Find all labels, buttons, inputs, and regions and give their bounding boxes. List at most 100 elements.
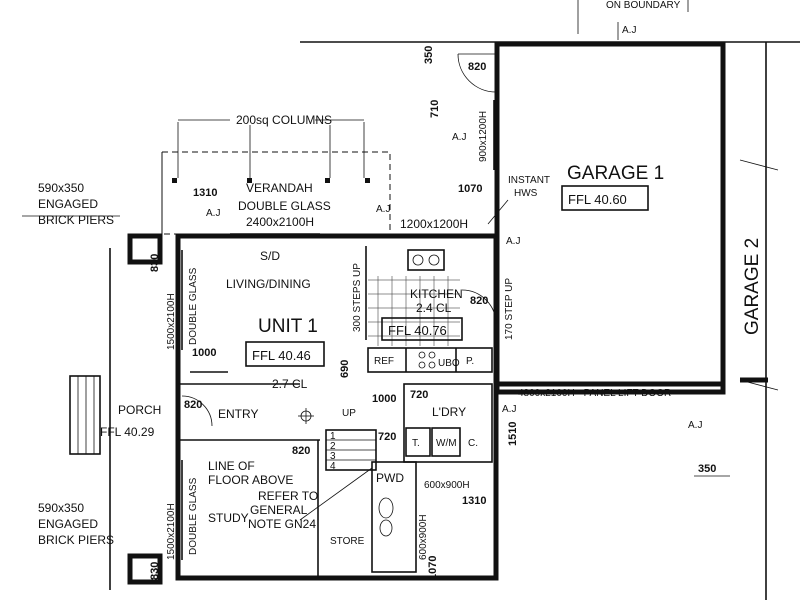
dim-720-hall: 720 — [378, 431, 396, 443]
dim-830-top: 830 — [149, 254, 161, 272]
kitchen-sink — [407, 249, 445, 271]
living-dining-label: LIVING/DINING — [226, 277, 311, 291]
kitchen-ffl: FFL 40.76 — [388, 323, 447, 338]
kitchen-label: KITCHEN — [410, 287, 463, 301]
instant-hws-label-2: HWS — [514, 188, 538, 199]
dim-1310-top: 1310 — [193, 187, 217, 199]
garage-1-ffl-box — [561, 185, 649, 211]
dim-820-entry: 820 — [184, 399, 202, 411]
wm-label: W/M — [436, 438, 457, 449]
steps-up-living: 300 STEPS UP — [352, 263, 363, 332]
aj-garage: A.J — [688, 420, 702, 431]
dim-1510: 1510 — [507, 422, 519, 446]
brick-piers-bot-2: ENGAGED — [38, 517, 98, 531]
ubo-label: UBO — [438, 358, 460, 369]
unit-1-ffl: FFL 40.46 — [252, 348, 311, 363]
dim-820-kitchen: 820 — [470, 295, 488, 307]
refer-3: NOTE GN24 — [248, 517, 316, 531]
brick-piers-top-1: 590x350 — [38, 181, 84, 195]
door-size-top: 2400x2100H — [246, 215, 314, 229]
stair-1: 1 — [330, 431, 336, 442]
refer-1: REFER TO — [258, 489, 318, 503]
porch — [69, 233, 163, 590]
dim-820-top: 820 — [468, 61, 486, 73]
kitchen-tiles — [368, 276, 460, 346]
double-glass-top: DOUBLE GLASS — [238, 199, 331, 213]
dim-350-right: 350 — [698, 463, 716, 475]
double-glass-left: DOUBLE GLASS — [188, 267, 199, 345]
dim-720-ldry: 720 — [410, 389, 428, 401]
kitchen-ffl-box — [381, 317, 463, 341]
trough-label: T. — [412, 438, 420, 449]
sd-label: S/D — [260, 249, 280, 263]
store-label: STORE — [330, 536, 365, 547]
garage-side-door — [457, 53, 497, 93]
ldry-label: L'DRY — [432, 405, 466, 419]
window-1500-top: 1500x2100H — [166, 293, 177, 350]
porch-label: PORCH — [118, 403, 161, 417]
dim-1070-top: 1070 — [458, 183, 482, 195]
garage-2-label: GARAGE 2 — [742, 238, 763, 335]
verandah-label: VERANDAH — [246, 181, 313, 195]
unit-1-label: UNIT 1 — [258, 316, 318, 337]
dim-1000-hall: 1000 — [372, 393, 396, 405]
pwd-label: PWD — [376, 471, 404, 485]
window-1500-bot: 1500x2100H — [166, 503, 177, 560]
aj-verandah-right: A.J — [376, 204, 390, 215]
window-600x900-v: 600x900H — [418, 514, 429, 560]
kitchen-bench — [367, 347, 493, 373]
pwd-walls — [371, 461, 417, 573]
boundary-lines — [300, 0, 800, 43]
study-label: STUDY — [208, 511, 249, 525]
instant-hws-label: INSTANT — [508, 175, 550, 186]
dim-1310-bot: 1310 — [462, 495, 486, 507]
dim-690: 690 — [339, 360, 351, 378]
dim-1000-living: 1000 — [192, 347, 216, 359]
aj-garage-top: A.J — [452, 132, 466, 143]
unit-1-ffl-box — [245, 341, 325, 367]
window-900x1200: 900x1200H — [478, 111, 489, 162]
brick-piers-top-3: BRICK PIERS — [38, 213, 114, 227]
laundry-walls — [403, 383, 493, 463]
toilet — [378, 497, 394, 519]
columns-label: 200sq COLUMNS — [236, 113, 332, 127]
aj-ldry: A.J — [502, 404, 516, 415]
dim-710: 710 — [429, 100, 441, 118]
aj-kitchen: A.J — [506, 236, 520, 247]
dim-350-top: 350 — [423, 46, 435, 64]
on-boundary-label: ON BOUNDARY — [606, 0, 681, 11]
garage-1-ffl: FFL 40.60 — [568, 192, 627, 207]
window-1200-label: 1200x1200H — [400, 217, 468, 231]
brick-piers-bot-3: BRICK PIERS — [38, 533, 114, 547]
kitchen-cl: 2.4 CL — [416, 301, 452, 315]
line-floor-1: LINE OF — [208, 459, 255, 473]
refer-2: GENERAL — [250, 503, 308, 517]
dim-820-study: 820 — [292, 445, 310, 457]
stair-4: 4 — [330, 461, 336, 472]
ref-label: REF — [374, 356, 394, 367]
cupboard-label: C. — [468, 438, 478, 449]
brick-piers-bot-1: 590x350 — [38, 501, 84, 515]
porch-ffl: FFL 40.29 — [100, 425, 155, 439]
aj-label-top: A.J — [622, 25, 636, 36]
pantry-label: P. — [466, 356, 474, 367]
brick-piers-top-2: ENGAGED — [38, 197, 98, 211]
up-label: UP — [342, 408, 356, 419]
garage-2-walls — [739, 42, 779, 600]
panel-lift-label: 4800x2100H - PANEL LIFT DOOR — [518, 388, 671, 399]
stair-3: 3 — [330, 451, 336, 462]
window-600x900: 600x900H — [424, 480, 470, 491]
dim-1070-bot: 1070 — [427, 556, 439, 580]
line-floor-2: FLOOR ABOVE — [208, 473, 293, 487]
entry-label: ENTRY — [218, 407, 258, 421]
dim-830-bot: 830 — [149, 562, 161, 580]
garage-1-walls — [494, 41, 726, 387]
aj-verandah-left: A.J — [206, 208, 220, 219]
step-up-170: 170 STEP UP — [504, 278, 515, 340]
unit-1-walls — [175, 233, 499, 581]
garage-1-label: GARAGE 1 — [567, 163, 664, 184]
double-glass-study: DOUBLE GLASS — [188, 477, 199, 555]
stair-2: 2 — [330, 441, 336, 452]
staircase — [325, 429, 377, 471]
